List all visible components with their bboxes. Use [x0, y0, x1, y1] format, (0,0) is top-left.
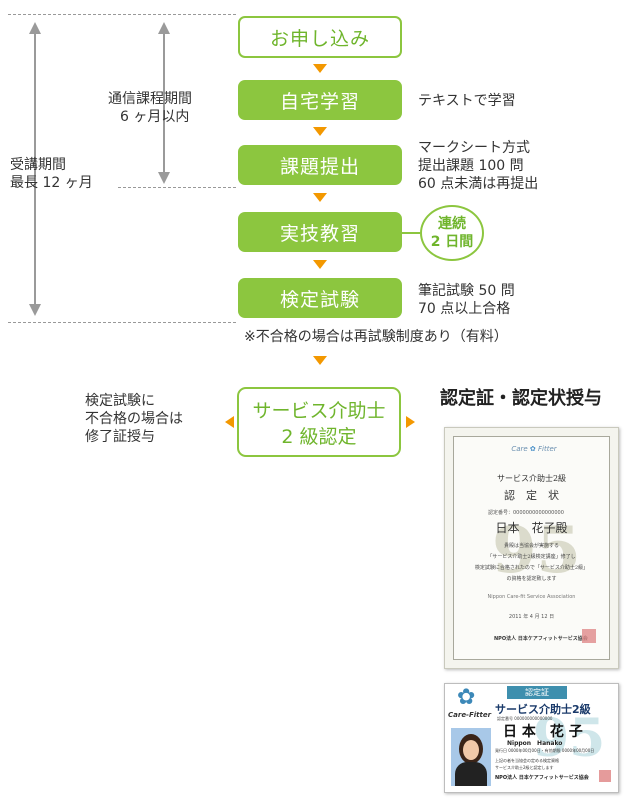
attendance-arrow-top	[29, 22, 41, 34]
flow-arrow-5	[313, 356, 327, 365]
step-self-study: 自宅学習	[238, 80, 402, 120]
certificate-title: サービス介助士2級	[496, 474, 567, 483]
correspondence-arrow-bottom	[158, 172, 170, 184]
card-brand: Care-Fitter	[448, 711, 492, 719]
card-romaji: Nippon Hanako	[507, 740, 563, 747]
fail-completion-note: 検定試験に 不合格の場合は 修了証授与	[85, 393, 183, 445]
retest-note: ※不合格の場合は再試験制度あり（有料）	[244, 329, 508, 345]
care-fitter-logo-icon: ✿	[457, 685, 476, 710]
step-application: お申し込み	[238, 16, 402, 58]
card-number: 認定番号 000000000000000	[497, 716, 553, 721]
certification-card-image: 95 認定証 ✿ Care-Fitter サービス介助士2級 認定番号 0000…	[444, 683, 619, 793]
top-guide-line	[8, 14, 236, 15]
certificate-heading: 認 定 状	[504, 489, 559, 502]
card-header: 認定証	[507, 686, 567, 699]
card-seal	[599, 770, 611, 782]
certificate-date: 2011 年 4 月 12 日	[508, 614, 555, 620]
left-branch-arrow	[225, 416, 234, 428]
photo-face	[463, 740, 479, 760]
correspondence-arrow-line	[163, 30, 165, 180]
certificate-body: 貴殿は当協会が実施する 「サービス介助士2級検定講座」修了し 検定試験に合格され…	[474, 543, 589, 582]
right-branch-arrow	[406, 416, 415, 428]
attendance-arrow-bottom	[29, 304, 41, 316]
step-certification-exam: 検定試験	[238, 278, 402, 318]
certificate-number: 認定番号：0000000000000000	[488, 510, 564, 516]
card-title: サービス介助士2級	[495, 703, 591, 716]
card-text: 上記の者を当協会の定める検定資格 サービス介助士2級と認定します	[495, 758, 559, 770]
certificate-name: 日本 花子殿	[495, 521, 568, 535]
step-practical-training: 実技教習	[238, 212, 402, 252]
flow-arrow-1	[313, 64, 327, 73]
two-day-badge: 連続 2 日間	[420, 205, 484, 261]
correspondence-arrow-top	[158, 22, 170, 34]
correspondence-period-label: 通信課程期間 6 ヶ月以内	[108, 91, 192, 125]
certificate-issuer: NPO法人 日本ケアフィットサービス協会	[494, 636, 588, 642]
exam-note: 筆記試験 50 問 70 点以上合格	[418, 283, 515, 317]
flow-arrow-4	[313, 260, 327, 269]
card-issuer: NPO法人 日本ケアフィットサービス協会	[495, 775, 589, 781]
submission-note: マークシート方式 提出課題 100 問 60 点未満は再提出	[418, 140, 539, 192]
photo-body	[455, 762, 487, 786]
step-submission: 課題提出	[238, 145, 402, 185]
certificate-assoc-en: Nippon Care-fit Service Association	[487, 594, 576, 600]
card-photo	[451, 728, 491, 786]
certificate-image: 95 Care ✿ Fitter サービス介助士2級 認 定 状 認定番号：00…	[444, 427, 619, 669]
flow-arrow-2	[313, 127, 327, 136]
self-study-note: テキストで学習	[418, 93, 516, 109]
flow-arrow-3	[313, 193, 327, 202]
svg-text:95: 95	[533, 708, 605, 769]
card-name: 日 本 花 子	[503, 724, 583, 740]
certificate-border: 95 Care ✿ Fitter サービス介助士2級 認 定 状 認定番号：00…	[453, 436, 610, 660]
attendance-period-label: 受講期間 最長 12 ヶ月	[10, 157, 93, 191]
attendance-arrow-line	[34, 30, 36, 314]
certificate-logo: Care ✿ Fitter	[511, 445, 557, 453]
watermark-95-icon: 95	[533, 708, 605, 769]
card-dates: 発行日 0000年00月00日・有効期限 0000年00月00日	[495, 748, 595, 753]
svg-text:95: 95	[492, 513, 581, 588]
middle-guide-line	[118, 187, 236, 188]
award-title: 認定証・認定状授与	[440, 388, 602, 409]
flower-icon: ✿	[529, 445, 536, 453]
bottom-guide-line	[8, 322, 236, 323]
certificate-seal	[582, 629, 596, 643]
watermark-95-icon: 95	[492, 513, 581, 588]
final-certification-box: サービス介助士 2 級認定	[237, 387, 401, 457]
badge-connector	[402, 232, 420, 234]
